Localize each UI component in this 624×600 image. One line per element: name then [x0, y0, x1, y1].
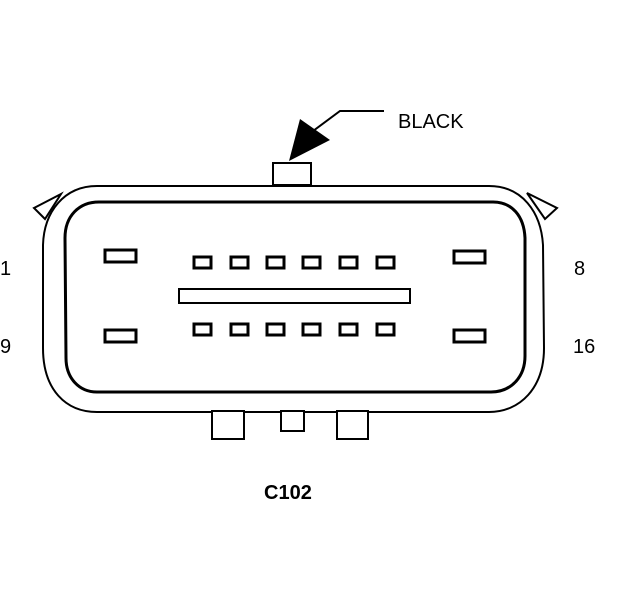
terminal-cavity — [301, 255, 322, 270]
center-rib — [178, 288, 411, 304]
terminal-cavity — [103, 248, 138, 264]
terminal-cavity — [103, 328, 138, 344]
pin-label-16: 16 — [573, 336, 595, 358]
pin-label-1: 1 — [0, 258, 11, 280]
terminal-cavity — [452, 249, 487, 265]
bottom-tab-center — [280, 410, 305, 432]
terminal-cavity — [301, 322, 322, 337]
terminal-cavity — [229, 322, 250, 337]
terminal-cavity — [265, 255, 286, 270]
terminal-cavity — [375, 322, 396, 337]
terminal-cavity — [338, 255, 359, 270]
terminal-cavity — [192, 322, 213, 337]
terminal-cavity — [452, 328, 487, 344]
bottom-tab-right — [336, 410, 369, 440]
left-ear — [32, 191, 64, 221]
terminal-row-top — [103, 248, 487, 270]
right-ear — [526, 192, 559, 221]
terminal-cavity — [338, 322, 359, 337]
pin-label-8: 8 — [574, 258, 585, 280]
pin-label-9: 9 — [0, 336, 11, 358]
connector-id: C102 — [264, 482, 312, 504]
top-lock-tab — [272, 162, 312, 186]
color-label: BLACK — [398, 111, 464, 133]
bottom-key-tabs — [211, 410, 369, 440]
terminal-cavity — [229, 255, 250, 270]
bottom-tab-left — [211, 410, 245, 440]
terminal-row-bottom — [103, 322, 487, 344]
leader-line — [308, 110, 384, 135]
leader-arrowhead — [289, 119, 330, 161]
terminal-cavity — [192, 255, 213, 270]
terminal-cavity — [375, 255, 396, 270]
color-callout: BLACK — [289, 110, 464, 161]
terminal-cavity — [265, 322, 286, 337]
